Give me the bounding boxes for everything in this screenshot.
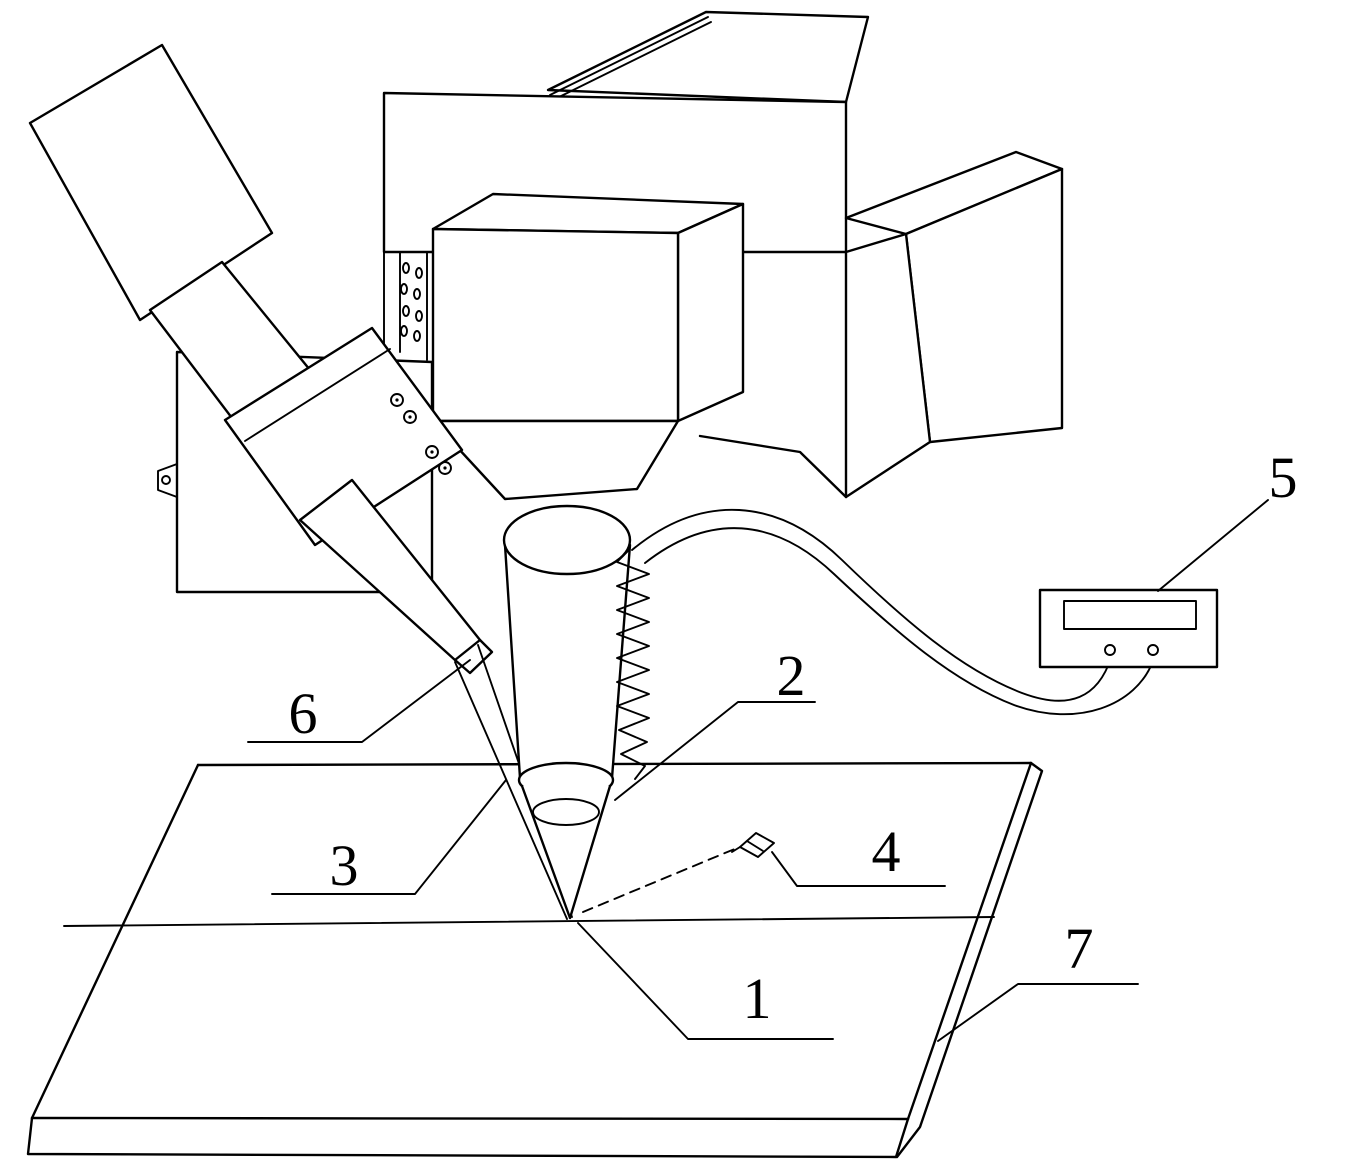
back-plate-tab — [157, 463, 178, 498]
right-block-front — [844, 232, 932, 499]
feeder-clamp — [223, 326, 464, 547]
nozzle-cone-fill — [522, 786, 610, 918]
head-side-face — [676, 202, 745, 423]
beam-line-left — [454, 661, 568, 920]
part-label-2: 2 — [777, 643, 806, 708]
nozzle-cone-sides — [520, 784, 612, 920]
feeder-arm — [28, 43, 494, 675]
sensor-sight-line — [582, 847, 738, 913]
part-label-5: 5 — [1269, 445, 1298, 510]
leader-7 — [937, 983, 1139, 1042]
plate-thickness-bottom — [26, 1116, 910, 1159]
plate-thickness-right — [895, 761, 1044, 1159]
nozzle-lens-ellipse — [532, 798, 600, 826]
head-neck-taper — [431, 419, 680, 501]
part-label-7: 7 — [1065, 916, 1094, 981]
nozzle-body-sides — [503, 543, 632, 780]
vent-holes — [400, 262, 423, 342]
leader-5 — [1157, 499, 1269, 592]
workpiece-plate — [26, 761, 1044, 1159]
meter-terminal-right — [1147, 644, 1159, 656]
laser-nozzle — [502, 504, 632, 920]
plate-top-edge — [196, 761, 1033, 767]
part-label-1: 1 — [743, 966, 772, 1031]
slab-edge-hatch — [549, 16, 712, 101]
sensor-probe — [582, 832, 775, 913]
tab-hole — [161, 475, 171, 485]
plate-bottom-edge — [30, 1116, 910, 1121]
weld-seam-line — [63, 916, 995, 927]
machine-body — [157, 10, 1064, 594]
part-label-4: 4 — [872, 819, 901, 884]
plate-right-edge — [906, 761, 1033, 1121]
clamp-inner-line — [244, 348, 391, 442]
leader-2 — [614, 701, 816, 801]
head-front-face — [431, 227, 680, 423]
leader-4 — [771, 851, 946, 887]
meter-device — [1038, 588, 1219, 669]
frame-strip — [399, 251, 428, 361]
sensor-body-line — [746, 840, 764, 852]
sensor-nib — [731, 846, 741, 853]
leader-6 — [247, 659, 471, 743]
coil-spring — [616, 549, 650, 780]
leader-1 — [577, 922, 834, 1040]
signal-cable — [631, 508, 1154, 716]
meter-terminal-left — [1104, 644, 1116, 656]
meter-display — [1063, 600, 1197, 630]
leader-3 — [271, 779, 507, 895]
part-labels: 1 2 3 4 5 6 7 — [247, 445, 1298, 1042]
sensor-body — [739, 832, 775, 858]
part-label-6: 6 — [289, 681, 318, 746]
nozzle-body-fill — [505, 542, 630, 780]
plate-left-edge — [30, 763, 200, 1120]
part-label-3: 3 — [330, 833, 359, 898]
nozzle-top-ellipse — [502, 504, 632, 576]
slab-top-face — [546, 10, 870, 104]
clamp-screws — [390, 393, 452, 475]
cable-wire-1 — [631, 508, 1112, 702]
machine-bottom-step — [698, 434, 848, 499]
cable-wire-2 — [644, 527, 1154, 716]
feeder-panel — [28, 43, 274, 322]
